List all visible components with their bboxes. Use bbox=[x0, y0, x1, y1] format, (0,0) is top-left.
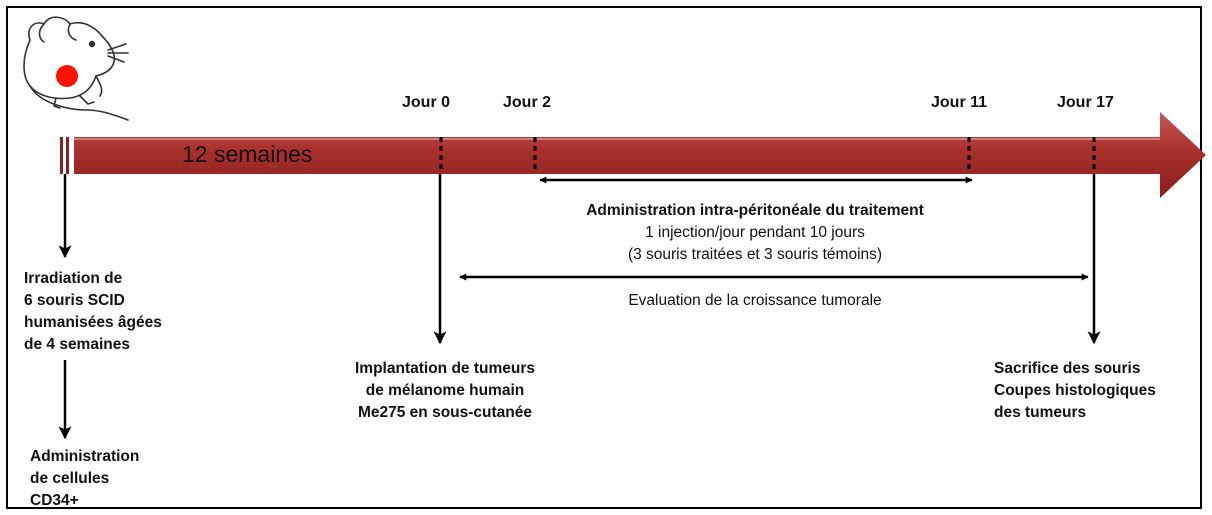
cd34-line: CD34+ bbox=[30, 492, 79, 509]
day-label-jour-17: Jour 17 bbox=[1057, 94, 1114, 111]
irradiation-line: 6 souris SCID bbox=[24, 292, 125, 309]
tumor-dot bbox=[56, 65, 78, 87]
irradiation-line: humanisées âgées bbox=[24, 314, 162, 331]
implantation-line2: de mélanome humain bbox=[365, 382, 525, 399]
implantation-title: Implantation de tumeurs bbox=[355, 360, 535, 377]
sacrifice-line3: des tumeurs bbox=[994, 404, 1087, 421]
cd34-line: de cellules bbox=[30, 470, 110, 487]
sacrifice-step: Sacrifice des souris Coupes histologique… bbox=[994, 358, 1156, 424]
treatment-groups: (3 souris traitées et 3 souris témoins) bbox=[627, 246, 883, 263]
day-label-jour-0: Jour 0 bbox=[402, 94, 451, 111]
sacrifice-line2: Coupes histologiques bbox=[994, 382, 1156, 399]
implantation-step: Implantation de tumeurs de mélanome huma… bbox=[320, 358, 570, 424]
mouse-icon bbox=[23, 16, 129, 121]
timeline-start-bar bbox=[60, 137, 63, 174]
irradiation-step: Irradiation de 6 souris SCID humanisées … bbox=[24, 268, 162, 356]
duration-label: 12 semaines bbox=[182, 141, 313, 167]
treatment-description: Administration intra-péritonéale du trai… bbox=[520, 200, 990, 266]
irradiation-line: Irradiation de bbox=[24, 270, 123, 287]
day-label-jour-2: Jour 2 bbox=[503, 94, 552, 111]
timeline-start-bar bbox=[66, 137, 69, 174]
day-label-jour-11: Jour 11 bbox=[931, 94, 988, 111]
implantation-line3: Me275 en sous-cutanée bbox=[357, 404, 532, 421]
cd34-step: Administration de cellules CD34+ bbox=[30, 446, 139, 512]
timeline-arrow bbox=[74, 112, 1206, 198]
treatment-title: Administration intra-péritonéale du trai… bbox=[586, 202, 924, 219]
sacrifice-title: Sacrifice des souris bbox=[994, 360, 1141, 377]
irradiation-line: de 4 semaines bbox=[24, 336, 130, 353]
growth-label: Evaluation de la croissance tumorale bbox=[628, 292, 882, 309]
treatment-frequency: 1 injection/jour pendant 10 jours bbox=[645, 224, 865, 241]
cd34-line: Administration bbox=[30, 448, 140, 465]
diagram-frame bbox=[6, 6, 1202, 509]
